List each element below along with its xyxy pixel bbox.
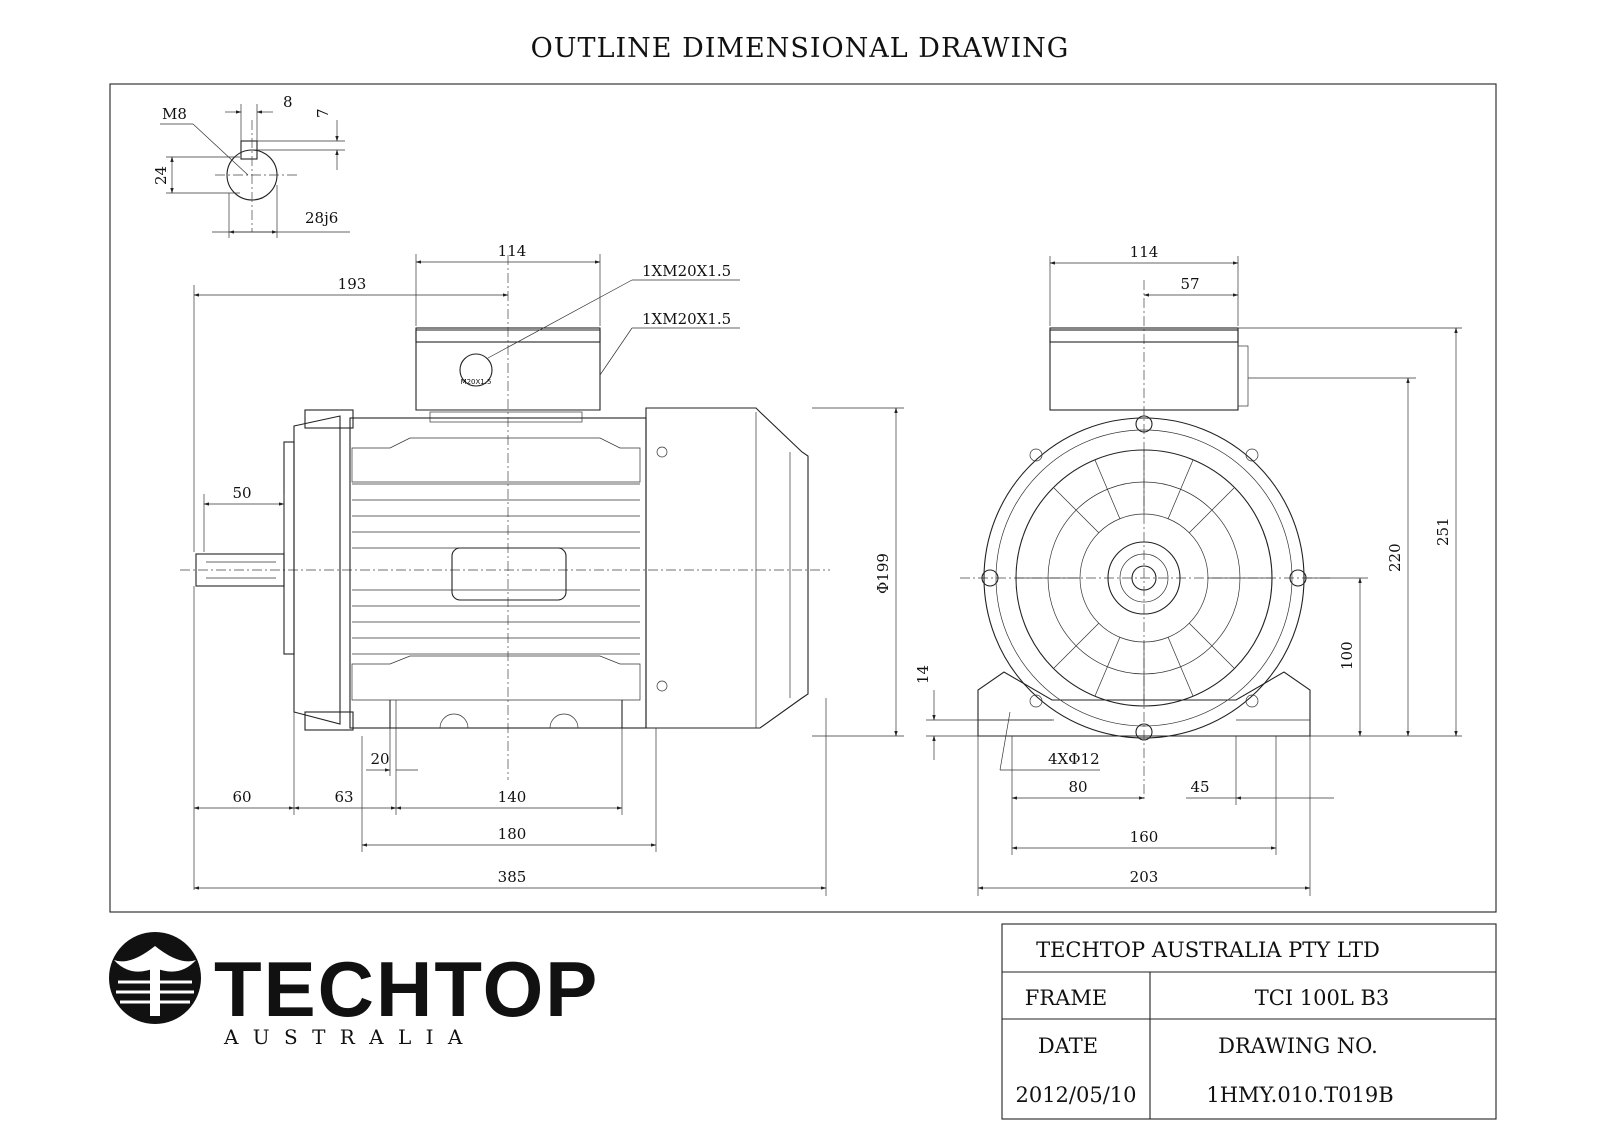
frame-value: TCI 100L B3 xyxy=(1255,986,1390,1010)
motor-end-view xyxy=(960,280,1330,800)
shaft-height-label-end: 100 xyxy=(1338,641,1356,670)
foot-margin-label: 45 xyxy=(1190,778,1209,796)
overall-width-label: 203 xyxy=(1130,868,1159,886)
techtop-logo-mark xyxy=(109,932,201,1024)
key-width-label: 8 xyxy=(283,93,293,111)
overall-length-label: 385 xyxy=(498,868,527,886)
drawing-border xyxy=(109,83,1497,913)
logo-wordmark: TECHTOP xyxy=(214,945,599,1033)
frame-diameter-label: Φ199 xyxy=(874,553,892,594)
drawing-no-label: DRAWING NO. xyxy=(1218,1034,1378,1058)
shaft-extension-label: 60 xyxy=(232,788,251,806)
side-view-dimensions xyxy=(193,254,904,896)
motor-side-view xyxy=(180,255,830,780)
shoulder-to-foot-label: 63 xyxy=(334,788,353,806)
end-terminal-box-width: 114 xyxy=(1130,243,1159,261)
shaft-length-label: 50 xyxy=(232,484,251,502)
shaft-diameter-label: 28j6 xyxy=(305,209,338,227)
drawing-no-value: 1HMY.010.T019B xyxy=(1206,1083,1393,1107)
frame-label: FRAME xyxy=(1025,986,1107,1010)
hole-spacing-label: 160 xyxy=(1130,828,1159,846)
company-name: TECHTOP AUSTRALIA PTY LTD xyxy=(1036,938,1380,962)
frame-top-label: 220 xyxy=(1386,543,1404,572)
entry-marking: M20X1.5 xyxy=(461,378,492,386)
foot-length-label: 180 xyxy=(498,825,527,843)
side-terminal-box-offset: 193 xyxy=(338,275,367,293)
shaft-height-label: 24 xyxy=(152,166,170,185)
cable-entry-1-label: 1XM20X1.5 xyxy=(642,262,731,280)
logo-subtitle: A U S T R A L I A xyxy=(223,1025,466,1049)
title-block xyxy=(1001,923,1497,1120)
half-hole-spacing-label: 80 xyxy=(1068,778,1087,796)
date-label: DATE xyxy=(1038,1034,1098,1058)
foot-hole-spacing-label: 140 xyxy=(498,788,527,806)
overall-height-label: 251 xyxy=(1434,517,1452,546)
shaft-section-detail xyxy=(160,104,350,238)
key-depth-label: 7 xyxy=(314,108,332,118)
foot-width-label: 20 xyxy=(370,750,389,768)
end-terminal-box-half: 57 xyxy=(1180,275,1199,293)
thread-label: M8 xyxy=(162,105,187,123)
drawing-title: OUTLINE DIMENSIONAL DRAWING xyxy=(531,33,1070,64)
mounting-holes-label: 4XΦ12 xyxy=(1048,750,1100,768)
cable-entry-2-label: 1XM20X1.5 xyxy=(642,310,731,328)
date-value: 2012/05/10 xyxy=(1015,1083,1136,1107)
end-view-dimensions xyxy=(926,256,1462,896)
foot-thickness-label: 14 xyxy=(914,665,932,684)
side-terminal-box-width: 114 xyxy=(498,242,527,260)
